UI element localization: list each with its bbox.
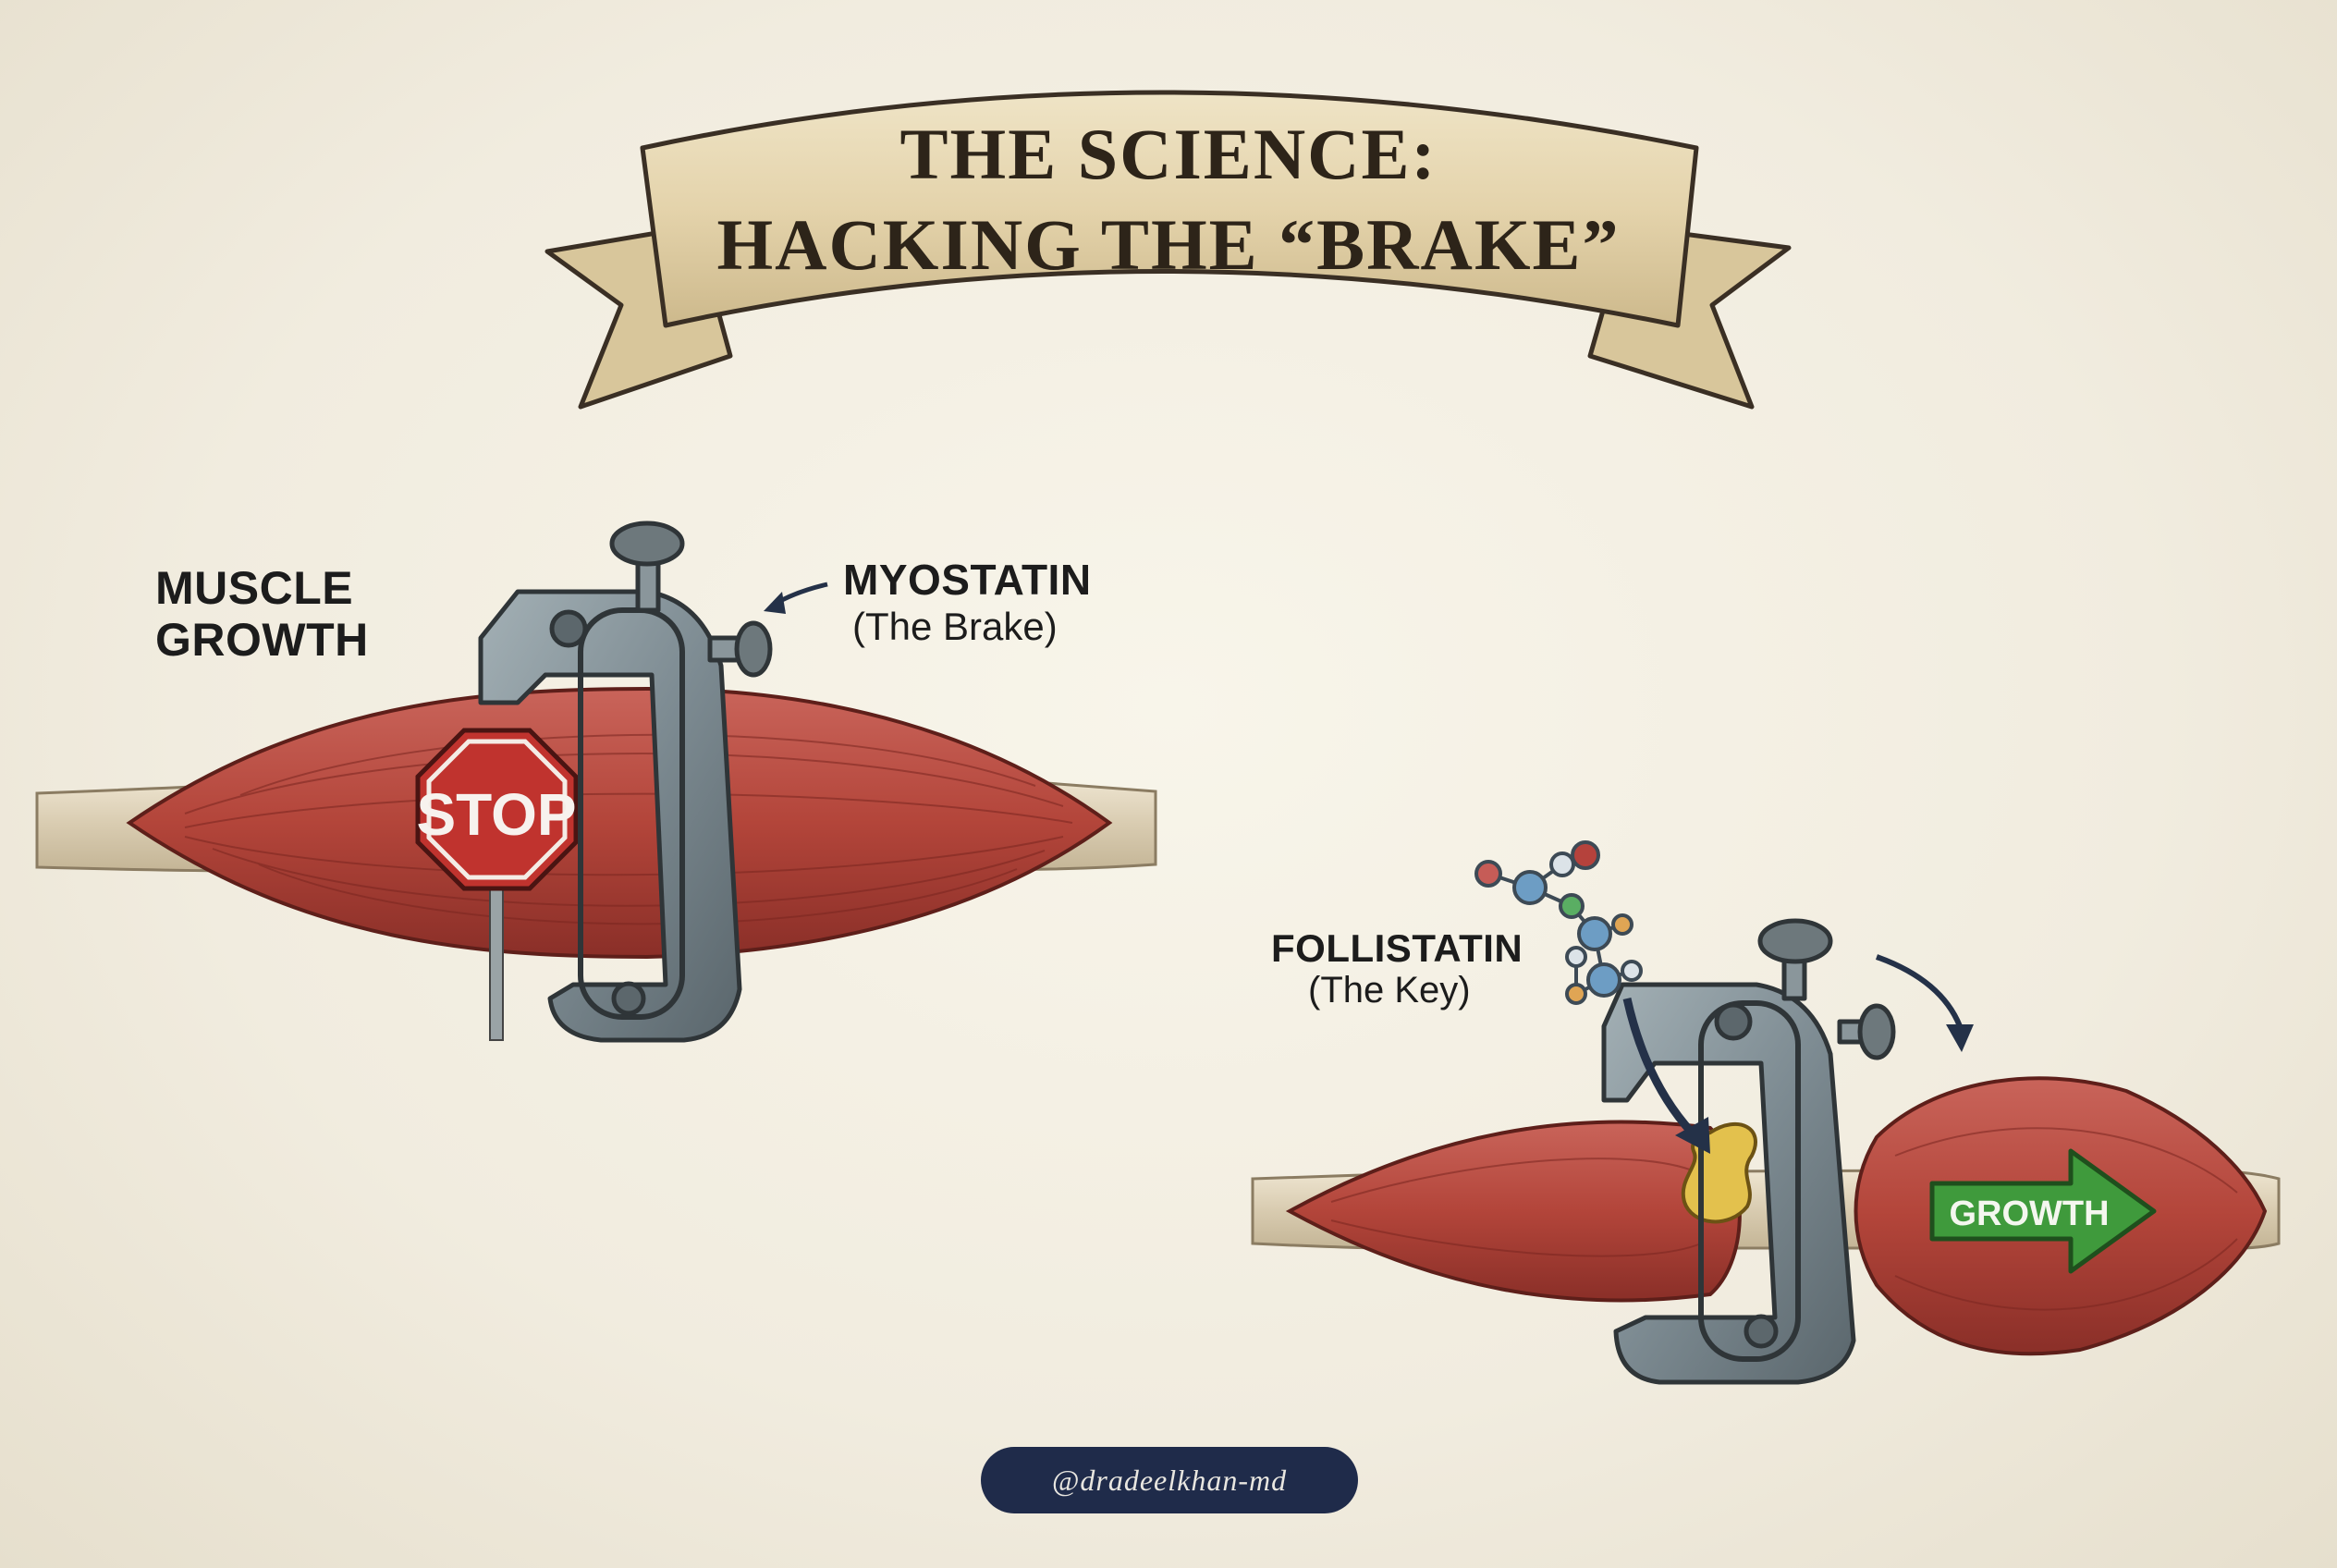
follistatin-label: FOLLISTATIN (The Key) [1271, 926, 1523, 1011]
myostatin-clamp [478, 521, 773, 1043]
muscle-growth-line-2: GROWTH [155, 614, 369, 666]
myostatin-subtitle: (The Brake) [852, 604, 1058, 648]
stop-sign: STOP [415, 728, 579, 1041]
right-muscle-fibers [1330, 1127, 2238, 1311]
key-insertion-arrow [1622, 998, 1695, 1136]
clamp-knob [609, 521, 685, 567]
clamp-jaw [578, 607, 685, 1020]
left-muscle-illustration: STOP [35, 521, 1157, 1043]
open-clamp-frame [1601, 982, 1856, 1385]
open-clamp-knob [1757, 918, 1833, 964]
right-muscle-left-belly [1285, 1120, 1742, 1303]
myostatin-title: MYOSTATIN [843, 556, 1092, 604]
stop-sign-octagon [415, 728, 579, 891]
title-ribbon [544, 90, 1792, 410]
right-muscle-illustration: GROWTH [1251, 840, 2281, 1385]
author-handle-pill: @dradeelkhan-md [981, 1447, 1358, 1513]
knob-rotation-arrow [1875, 954, 1963, 1028]
title-line-2: HACKING THE “BRAKE” [716, 204, 1621, 285]
follistatin-title: FOLLISTATIN [1271, 926, 1523, 970]
follistatin-subtitle: (The Key) [1308, 970, 1471, 1011]
muscle-growth-line-1: MUSCLE [155, 562, 354, 614]
left-muscle-fibers [184, 733, 1073, 925]
follistatin-molecule-icon [1474, 840, 1643, 1005]
stop-sign-text: STOP [416, 781, 576, 848]
follistatin-clamp-open [1601, 918, 1896, 1385]
title-block: THE SCIENCE: HACKING THE “BRAKE” [0, 0, 2337, 425]
title-line-1: THE SCIENCE: [899, 114, 1438, 194]
growth-arrow-shape [1929, 1148, 2157, 1274]
clamp-frame [478, 589, 742, 1043]
myostatin-label: MYOSTATIN (The Brake) [843, 556, 1092, 648]
growth-arrow-label: GROWTH [1949, 1194, 2109, 1233]
ribbon-main [640, 90, 1699, 328]
muscle-growth-heading: MUSCLE GROWTH [155, 562, 369, 666]
stop-sign-post [489, 882, 504, 1041]
left-muscle-belly [126, 686, 1113, 960]
